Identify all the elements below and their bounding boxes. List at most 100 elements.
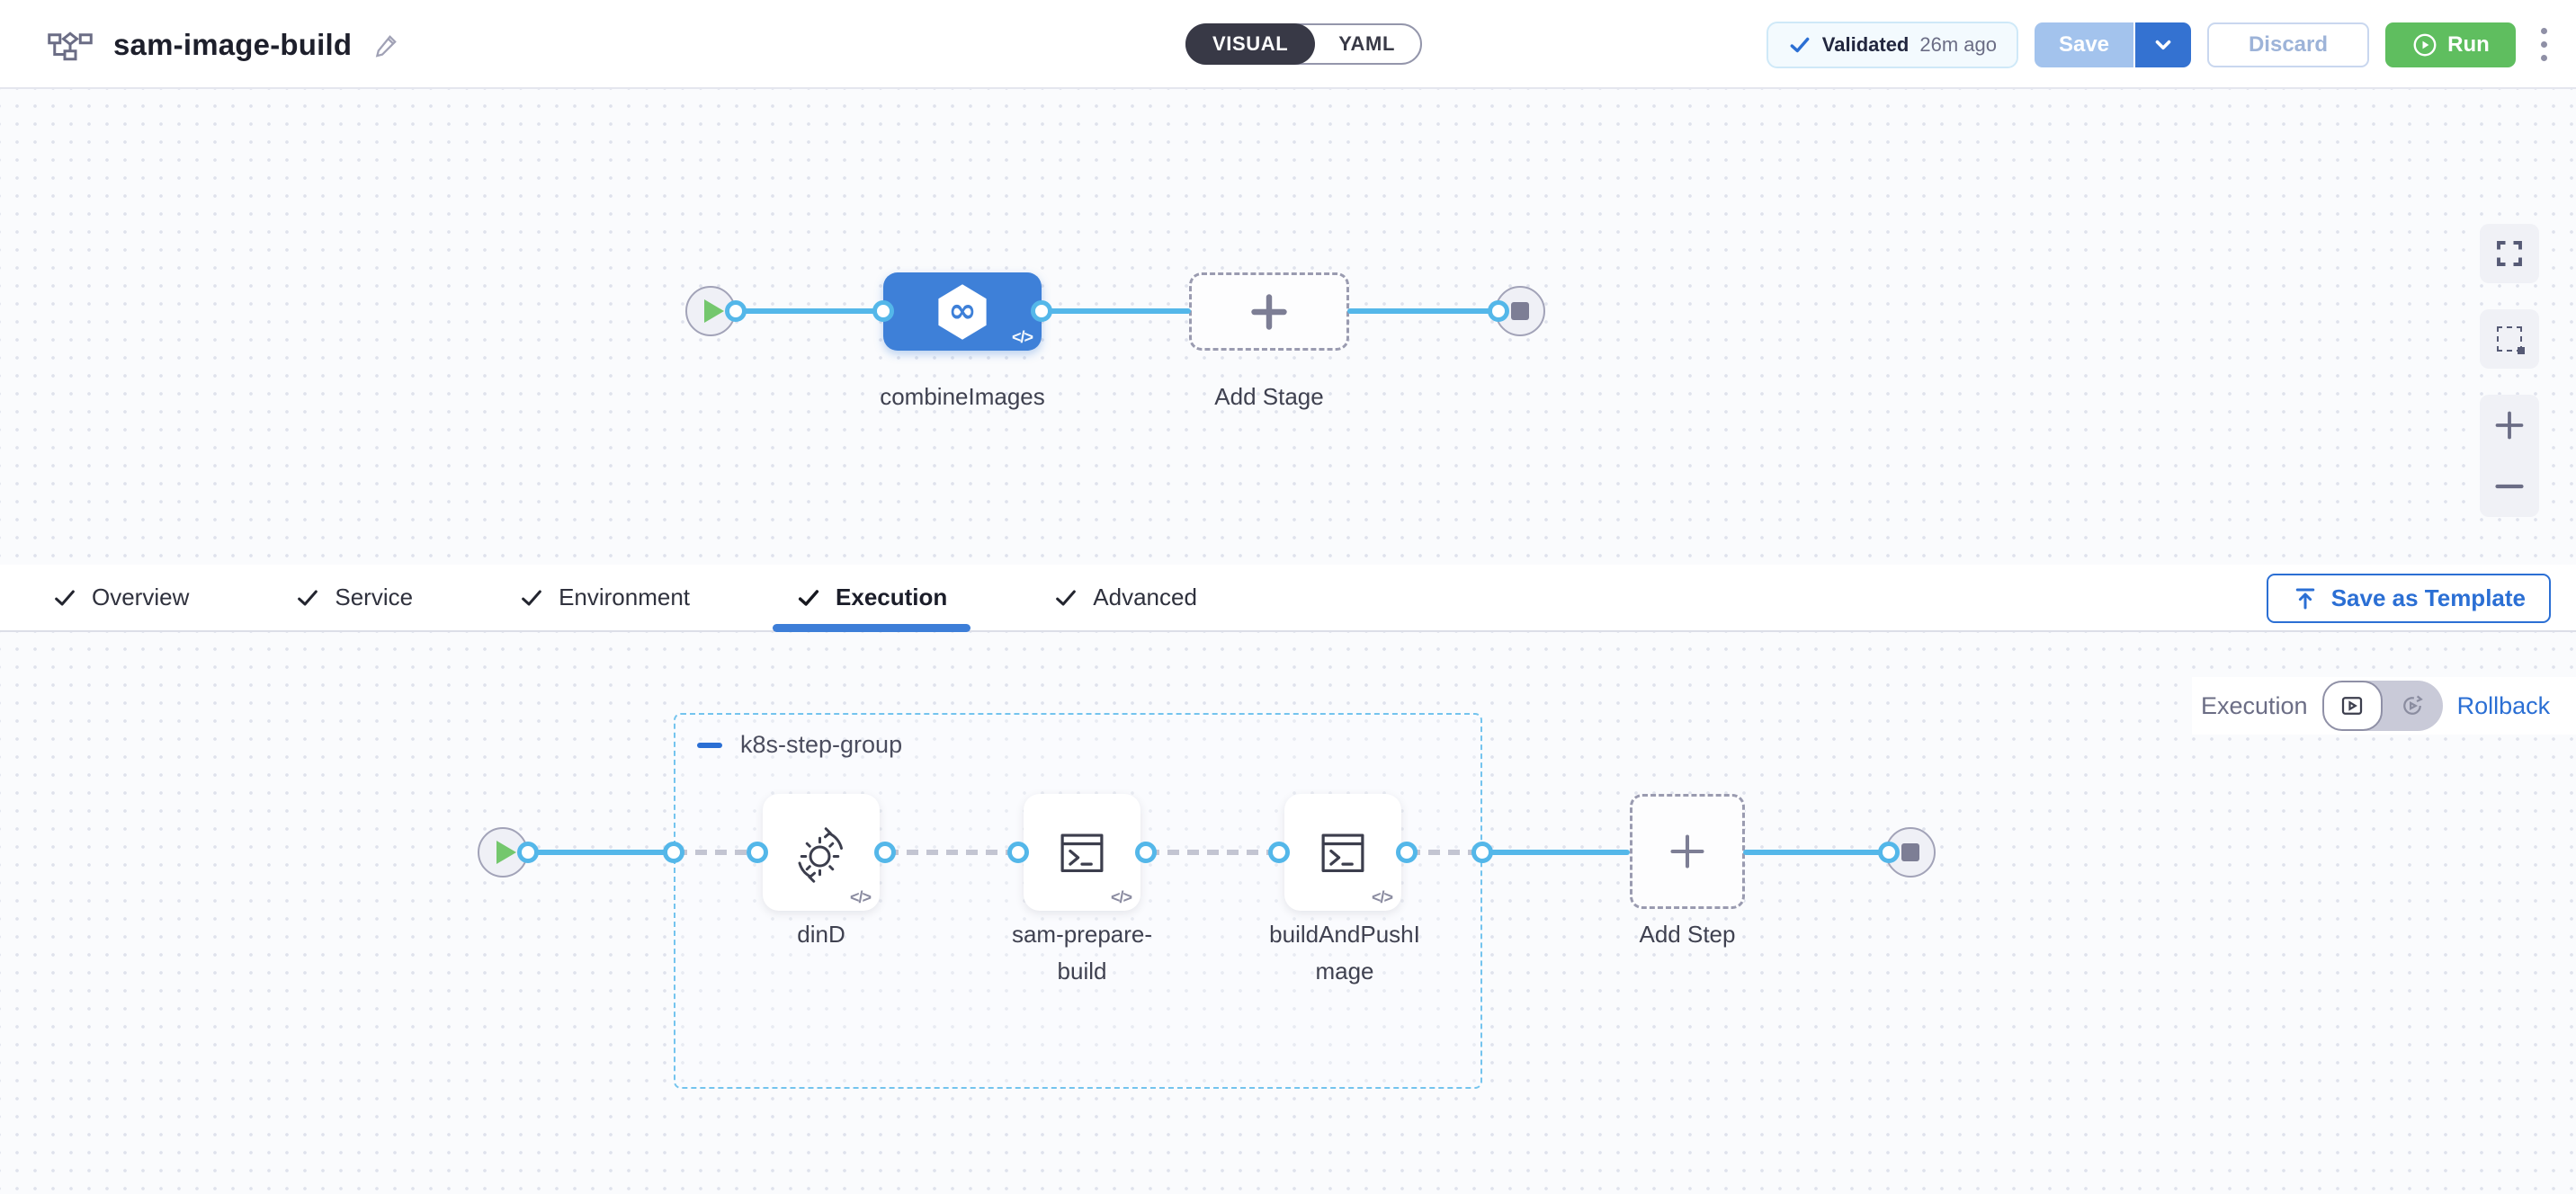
execution-icon <box>2341 697 2363 715</box>
discard-button[interactable]: Discard <box>2207 22 2369 67</box>
connector-dot <box>1471 842 1493 863</box>
connector-dot <box>874 842 896 863</box>
multi-select-button[interactable] <box>2480 309 2539 369</box>
link-step3-to-groupend <box>1409 850 1482 855</box>
step-node-buildandpushimage[interactable]: </> <box>1284 794 1401 911</box>
rollback-icon <box>2403 695 2423 715</box>
add-step-label: Add Step <box>1639 921 1736 948</box>
save-options-button[interactable] <box>2135 22 2191 67</box>
more-options-menu[interactable] <box>2532 21 2556 68</box>
link-step1-to-step2 <box>887 850 1018 855</box>
step-group-label: k8s-step-group <box>740 731 903 758</box>
top-header: sam-image-build VISUAL YAML Validated 26… <box>0 0 2576 89</box>
execution-canvas: Execution Rollback k8s-step-group <box>0 632 2576 1194</box>
stage-canvas: ∞ </> combineImages Add Stage <box>0 89 2576 565</box>
toggle-yaml[interactable]: YAML <box>1338 32 1395 55</box>
toggle-visual[interactable]: VISUAL <box>1185 23 1316 65</box>
step-node-sam-prepare-build[interactable]: </> <box>1024 794 1140 911</box>
check-icon <box>1056 589 1077 606</box>
run-label: Run <box>2447 31 2490 57</box>
save-as-template-button[interactable]: Save as Template <box>2266 574 2551 623</box>
check-icon <box>798 589 819 606</box>
infinity-glyph: ∞ <box>948 290 977 330</box>
tab-execution[interactable]: Execution <box>772 565 971 632</box>
run-button[interactable]: Run <box>2385 22 2516 67</box>
stage-node-combineimages[interactable]: ∞ </> <box>883 272 1042 351</box>
gear-sync-icon <box>798 827 843 883</box>
step-node-dind[interactable]: </> <box>763 794 880 911</box>
fullscreen-icon <box>2497 241 2522 266</box>
play-icon <box>496 841 516 864</box>
ci-stage-hexagon-icon: ∞ <box>932 281 993 343</box>
connector-dot <box>1268 842 1290 863</box>
save-button[interactable]: Save <box>2035 22 2135 67</box>
add-stage-button[interactable] <box>1189 272 1349 351</box>
connector-dot <box>517 842 539 863</box>
validated-badge[interactable]: Validated 26m ago <box>1766 21 2018 68</box>
link-start-to-stage <box>734 308 885 314</box>
stage-tabbar: Overview Service Environment Execution A… <box>0 565 2576 632</box>
link-addstep-to-end <box>1743 850 1889 855</box>
execution-mode-label: Execution <box>2201 691 2308 719</box>
zoom-in-button[interactable] <box>2492 408 2527 442</box>
page-title: sam-image-build <box>113 27 353 61</box>
link-group-to-addstep <box>1482 850 1630 855</box>
chevron-down-icon <box>2151 33 2175 57</box>
add-stage-label: Add Stage <box>1214 383 1324 410</box>
visual-yaml-toggle: VISUAL YAML <box>1185 23 1422 65</box>
stop-icon <box>1511 302 1529 320</box>
code-icon: </> <box>1011 328 1033 346</box>
rollback-mode-segment[interactable] <box>2383 681 2443 731</box>
tab-environment[interactable]: Environment <box>519 565 690 630</box>
connector-dot <box>1396 842 1418 863</box>
zoom-out-button[interactable] <box>2492 469 2527 503</box>
pipeline-end-node <box>1495 286 1545 336</box>
upload-icon <box>2295 588 2314 609</box>
link-start-to-group <box>526 850 675 855</box>
code-icon: </> <box>1110 888 1132 906</box>
check-icon <box>1788 33 1811 57</box>
stage-label: combineImages <box>880 383 1045 410</box>
step-group-header[interactable]: k8s-step-group <box>697 731 902 759</box>
zoom-controls <box>2480 395 2539 517</box>
marquee-select-icon <box>2497 326 2525 354</box>
tab-label: Advanced <box>1093 584 1197 610</box>
link-addstage-to-end <box>1347 308 1500 314</box>
tab-overview[interactable]: Overview <box>52 565 189 630</box>
collapse-group-icon[interactable] <box>697 742 722 748</box>
link-step2-to-step3 <box>1148 850 1279 855</box>
code-icon: </> <box>849 888 872 906</box>
connector-dot <box>725 300 747 322</box>
check-icon <box>522 589 541 606</box>
tab-advanced[interactable]: Advanced <box>1053 565 1197 630</box>
validated-label: Validated <box>1821 32 1910 56</box>
connector-dot <box>747 842 768 863</box>
execution-mode-segment[interactable] <box>2321 681 2383 731</box>
step-label: dinD <box>797 921 845 948</box>
rollback-link[interactable]: Rollback <box>2456 691 2551 719</box>
pipeline-icon <box>47 26 94 64</box>
link-group-to-step1 <box>675 850 757 855</box>
tab-label: Execution <box>836 584 948 610</box>
connector-dot <box>663 842 684 863</box>
connector-dot <box>872 300 894 322</box>
plus-icon <box>1670 834 1704 869</box>
connector-dot <box>1007 842 1029 863</box>
tab-service[interactable]: Service <box>295 565 413 630</box>
validated-time: 26m ago <box>1919 32 1997 56</box>
step-label: buildAndPushImage <box>1269 921 1420 985</box>
link-stage-to-addstage <box>1042 308 1191 314</box>
tab-label: Environment <box>559 584 691 610</box>
play-icon <box>703 299 724 323</box>
run-play-icon <box>2411 31 2438 58</box>
connector-dot <box>1135 842 1157 863</box>
save-as-template-label: Save as Template <box>2330 584 2526 611</box>
add-step-button[interactable] <box>1630 794 1745 909</box>
check-icon <box>298 589 318 606</box>
fullscreen-button[interactable] <box>2480 224 2539 283</box>
code-icon: </> <box>1371 888 1393 906</box>
execution-rollback-toggle[interactable] <box>2321 681 2443 731</box>
edit-title-icon[interactable] <box>371 30 402 60</box>
save-split-button: Save <box>2035 22 2191 67</box>
